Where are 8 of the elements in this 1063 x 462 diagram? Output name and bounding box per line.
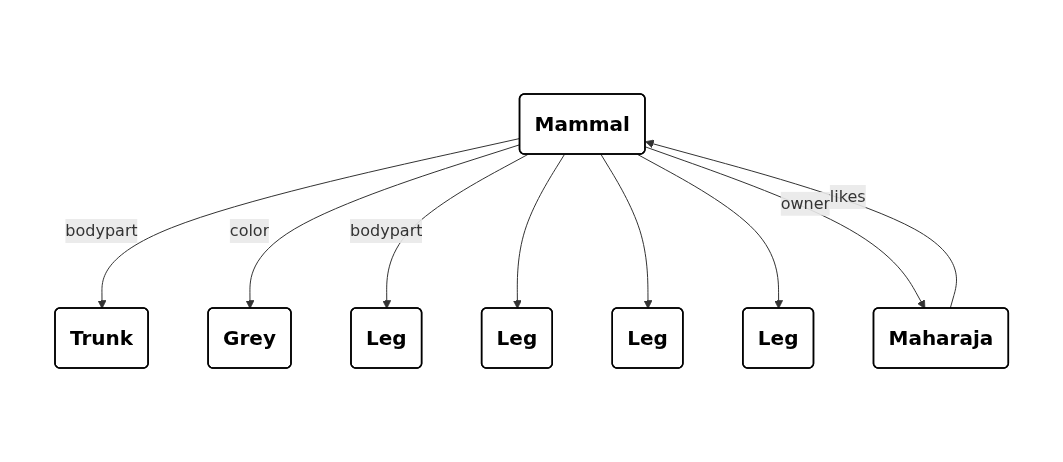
- edge-label: bodypart: [349, 221, 423, 240]
- arrow: [637, 154, 783, 309]
- edge-label: owner: [780, 193, 830, 213]
- edge-label: color: [229, 221, 270, 240]
- edge-label: likes: [829, 186, 866, 206]
- edge-label: bodypart: [65, 221, 138, 240]
- arrow: [512, 154, 565, 309]
- arrow: [600, 154, 653, 309]
